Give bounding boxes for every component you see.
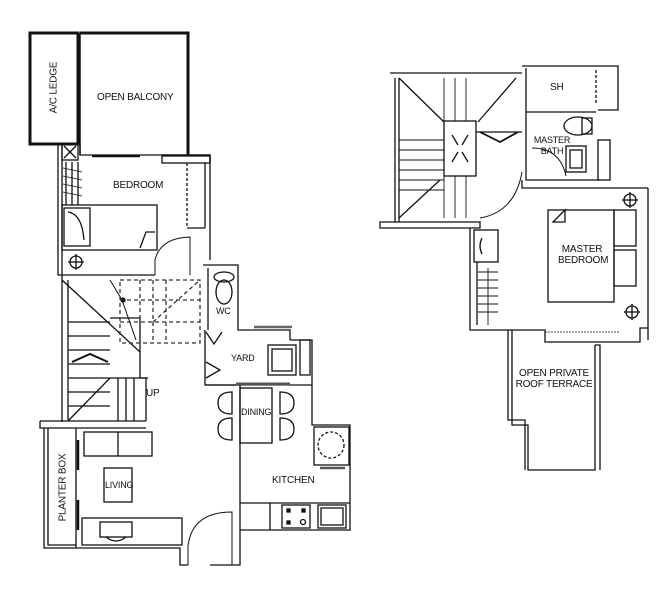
- washer-icon: [267, 344, 297, 376]
- sink-icon: [317, 504, 347, 529]
- planter-box-label: PLANTER BOX: [57, 453, 69, 522]
- stove-icon: [281, 504, 311, 529]
- coffee-table: [103, 467, 133, 503]
- master-bedroom-label: MASTER BEDROOM: [558, 244, 609, 266]
- bedroom-label: BEDROOM: [113, 180, 164, 191]
- tv-console: [81, 517, 183, 546]
- bed-icon: [61, 204, 158, 251]
- toilet-icon: [563, 116, 593, 136]
- wardrobe-icon: [473, 229, 499, 263]
- dining-label: DINING: [241, 407, 272, 417]
- dining-table: [239, 387, 273, 444]
- living-label: LIVING: [105, 480, 134, 490]
- open-balcony-outline: [79, 31, 190, 155]
- wc-label: WC: [216, 306, 231, 316]
- stair-up-label: UP: [146, 388, 160, 399]
- open-balcony-label: OPEN BALCONY: [97, 92, 174, 103]
- toilet-icon: [213, 271, 235, 283]
- ac-ledge-label: A/C LEDGE: [48, 61, 60, 114]
- roof-terrace-outline: [507, 330, 601, 471]
- ac-ledge-outline: [28, 31, 80, 146]
- basin-icon: [565, 145, 587, 173]
- lift-void: [443, 120, 477, 177]
- kitchen-label: KITCHEN: [272, 475, 315, 486]
- master-bedroom-outline: [469, 188, 649, 343]
- wc-outline: [203, 264, 313, 386]
- bedroom-outline: [57, 143, 211, 276]
- living-outline: [39, 420, 233, 566]
- yard-label: YARD: [231, 353, 255, 363]
- master-bath-outline: [521, 65, 648, 189]
- sh-label: SH: [550, 82, 564, 93]
- master-bath-label: MASTER BATH: [533, 135, 571, 156]
- dining-kitchen-outline: [210, 385, 351, 566]
- upper-staircase: [379, 72, 523, 229]
- staircase: [61, 275, 201, 422]
- roof-terrace-label: OPEN PRIVATE ROOF TERRACE: [515, 368, 593, 390]
